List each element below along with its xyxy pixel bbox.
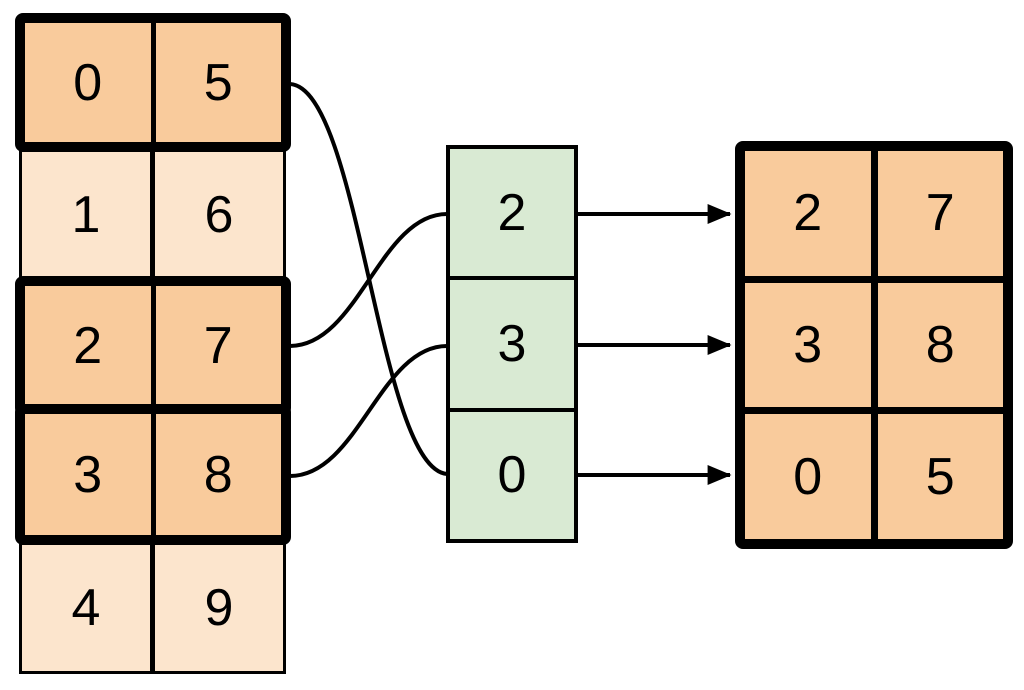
source-cell-r3c0: 3 bbox=[25, 414, 156, 535]
result-cell-r1c1: 8 bbox=[925, 316, 955, 374]
result-row-2: 0 5 bbox=[745, 407, 1003, 540]
source-row-4: 4 9 bbox=[19, 542, 286, 674]
index-cell-1: 3 bbox=[450, 276, 574, 407]
source-cell-r4c0: 4 bbox=[22, 545, 155, 671]
source-cell-r1c1: 6 bbox=[204, 185, 234, 244]
source-cell-r1c0: 1 bbox=[22, 152, 155, 277]
result-cell-r2c0: 0 bbox=[745, 414, 878, 540]
result-cell-r1c0: 3 bbox=[745, 282, 878, 408]
index-vector: 2 3 0 bbox=[446, 145, 578, 543]
result-row-1: 3 8 bbox=[745, 275, 1003, 408]
curve-source-row2-to-index0 bbox=[289, 212, 448, 348]
source-cell-r2c1: 7 bbox=[203, 317, 233, 375]
index-cell-0: 2 bbox=[497, 183, 527, 242]
source-cell-r2c0: 2 bbox=[25, 286, 156, 406]
result-matrix: 2 7 3 8 0 5 bbox=[735, 141, 1013, 549]
index-cell-2: 0 bbox=[450, 407, 574, 539]
curve-source-row3-to-index1 bbox=[289, 344, 448, 478]
curve-source-row0-to-index2 bbox=[289, 82, 448, 476]
result-row-0: 2 7 bbox=[745, 151, 1003, 276]
source-row-0: 0 5 bbox=[15, 13, 291, 152]
result-cell-r0c0: 2 bbox=[745, 151, 878, 276]
source-row-3: 3 8 bbox=[15, 404, 291, 545]
source-row-2: 2 7 bbox=[15, 276, 291, 416]
result-cell-r2c1: 5 bbox=[925, 447, 955, 506]
source-cell-r0c0: 0 bbox=[25, 23, 156, 142]
source-row-1: 1 6 bbox=[19, 149, 286, 280]
source-cell-r0c1: 5 bbox=[203, 53, 233, 112]
source-cell-r4c1: 9 bbox=[204, 579, 234, 637]
source-cell-r3c1: 8 bbox=[203, 445, 233, 504]
result-cell-r0c1: 7 bbox=[925, 184, 955, 243]
